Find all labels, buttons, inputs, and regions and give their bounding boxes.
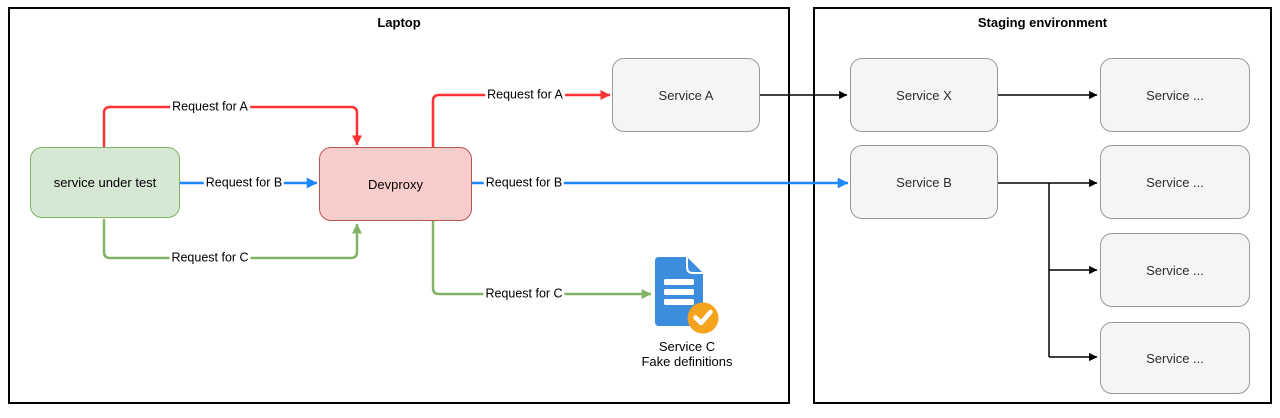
- edge-label-request-c-internal: Request for C: [169, 250, 251, 266]
- node-service-b: Service B: [850, 145, 998, 219]
- edge-label-request-b-internal: Request for B: [203, 175, 285, 191]
- node-devproxy: Devproxy: [319, 147, 472, 221]
- document-line: [664, 299, 694, 305]
- node-devproxy-label: Devproxy: [368, 176, 423, 192]
- node-service-more-3: Service ...: [1100, 233, 1250, 307]
- document-check-icon: [655, 257, 719, 334]
- document-fold: [686, 257, 703, 274]
- check-mark-icon: [693, 309, 713, 326]
- edge-label-request-c-out: Request for C: [483, 286, 565, 302]
- service-c-title: Service C: [658, 339, 716, 354]
- edge-label-request-a-out: Request for A: [485, 87, 565, 103]
- node-service-more-1-label: Service ...: [1146, 87, 1204, 103]
- service-c-subtitle: Fake definitions: [641, 354, 733, 369]
- edge-request-c-out: [431, 221, 652, 299]
- service-c-icon-wrap: [653, 256, 723, 336]
- edge-label-request-a-internal: Request for A: [170, 99, 250, 115]
- node-service-more-2: Service ...: [1100, 145, 1250, 219]
- service-c-caption: Service C Fake definitions: [597, 339, 777, 369]
- staging-group-title: Staging environment: [977, 15, 1108, 30]
- edge-label-request-b-out: Request for B: [483, 175, 565, 191]
- node-service-more-2-label: Service ...: [1146, 174, 1204, 190]
- node-service-x: Service X: [850, 58, 998, 132]
- edge-request-a-out: [431, 90, 611, 147]
- node-service-x-label: Service X: [896, 87, 952, 103]
- node-service-more-4-label: Service ...: [1146, 350, 1204, 366]
- document-line: [664, 279, 694, 285]
- node-service-more-1: Service ...: [1100, 58, 1250, 132]
- node-service-more-4: Service ...: [1100, 322, 1250, 394]
- node-service-under-test: service under test: [30, 147, 180, 218]
- document-line: [664, 289, 694, 295]
- laptop-group-title: Laptop: [377, 15, 421, 30]
- node-service-b-label: Service B: [896, 174, 952, 190]
- node-service-a: Service A: [612, 58, 760, 132]
- node-service-more-3-label: Service ...: [1146, 262, 1204, 278]
- node-service-under-test-label: service under test: [53, 175, 157, 190]
- node-service-a-label: Service A: [658, 87, 714, 103]
